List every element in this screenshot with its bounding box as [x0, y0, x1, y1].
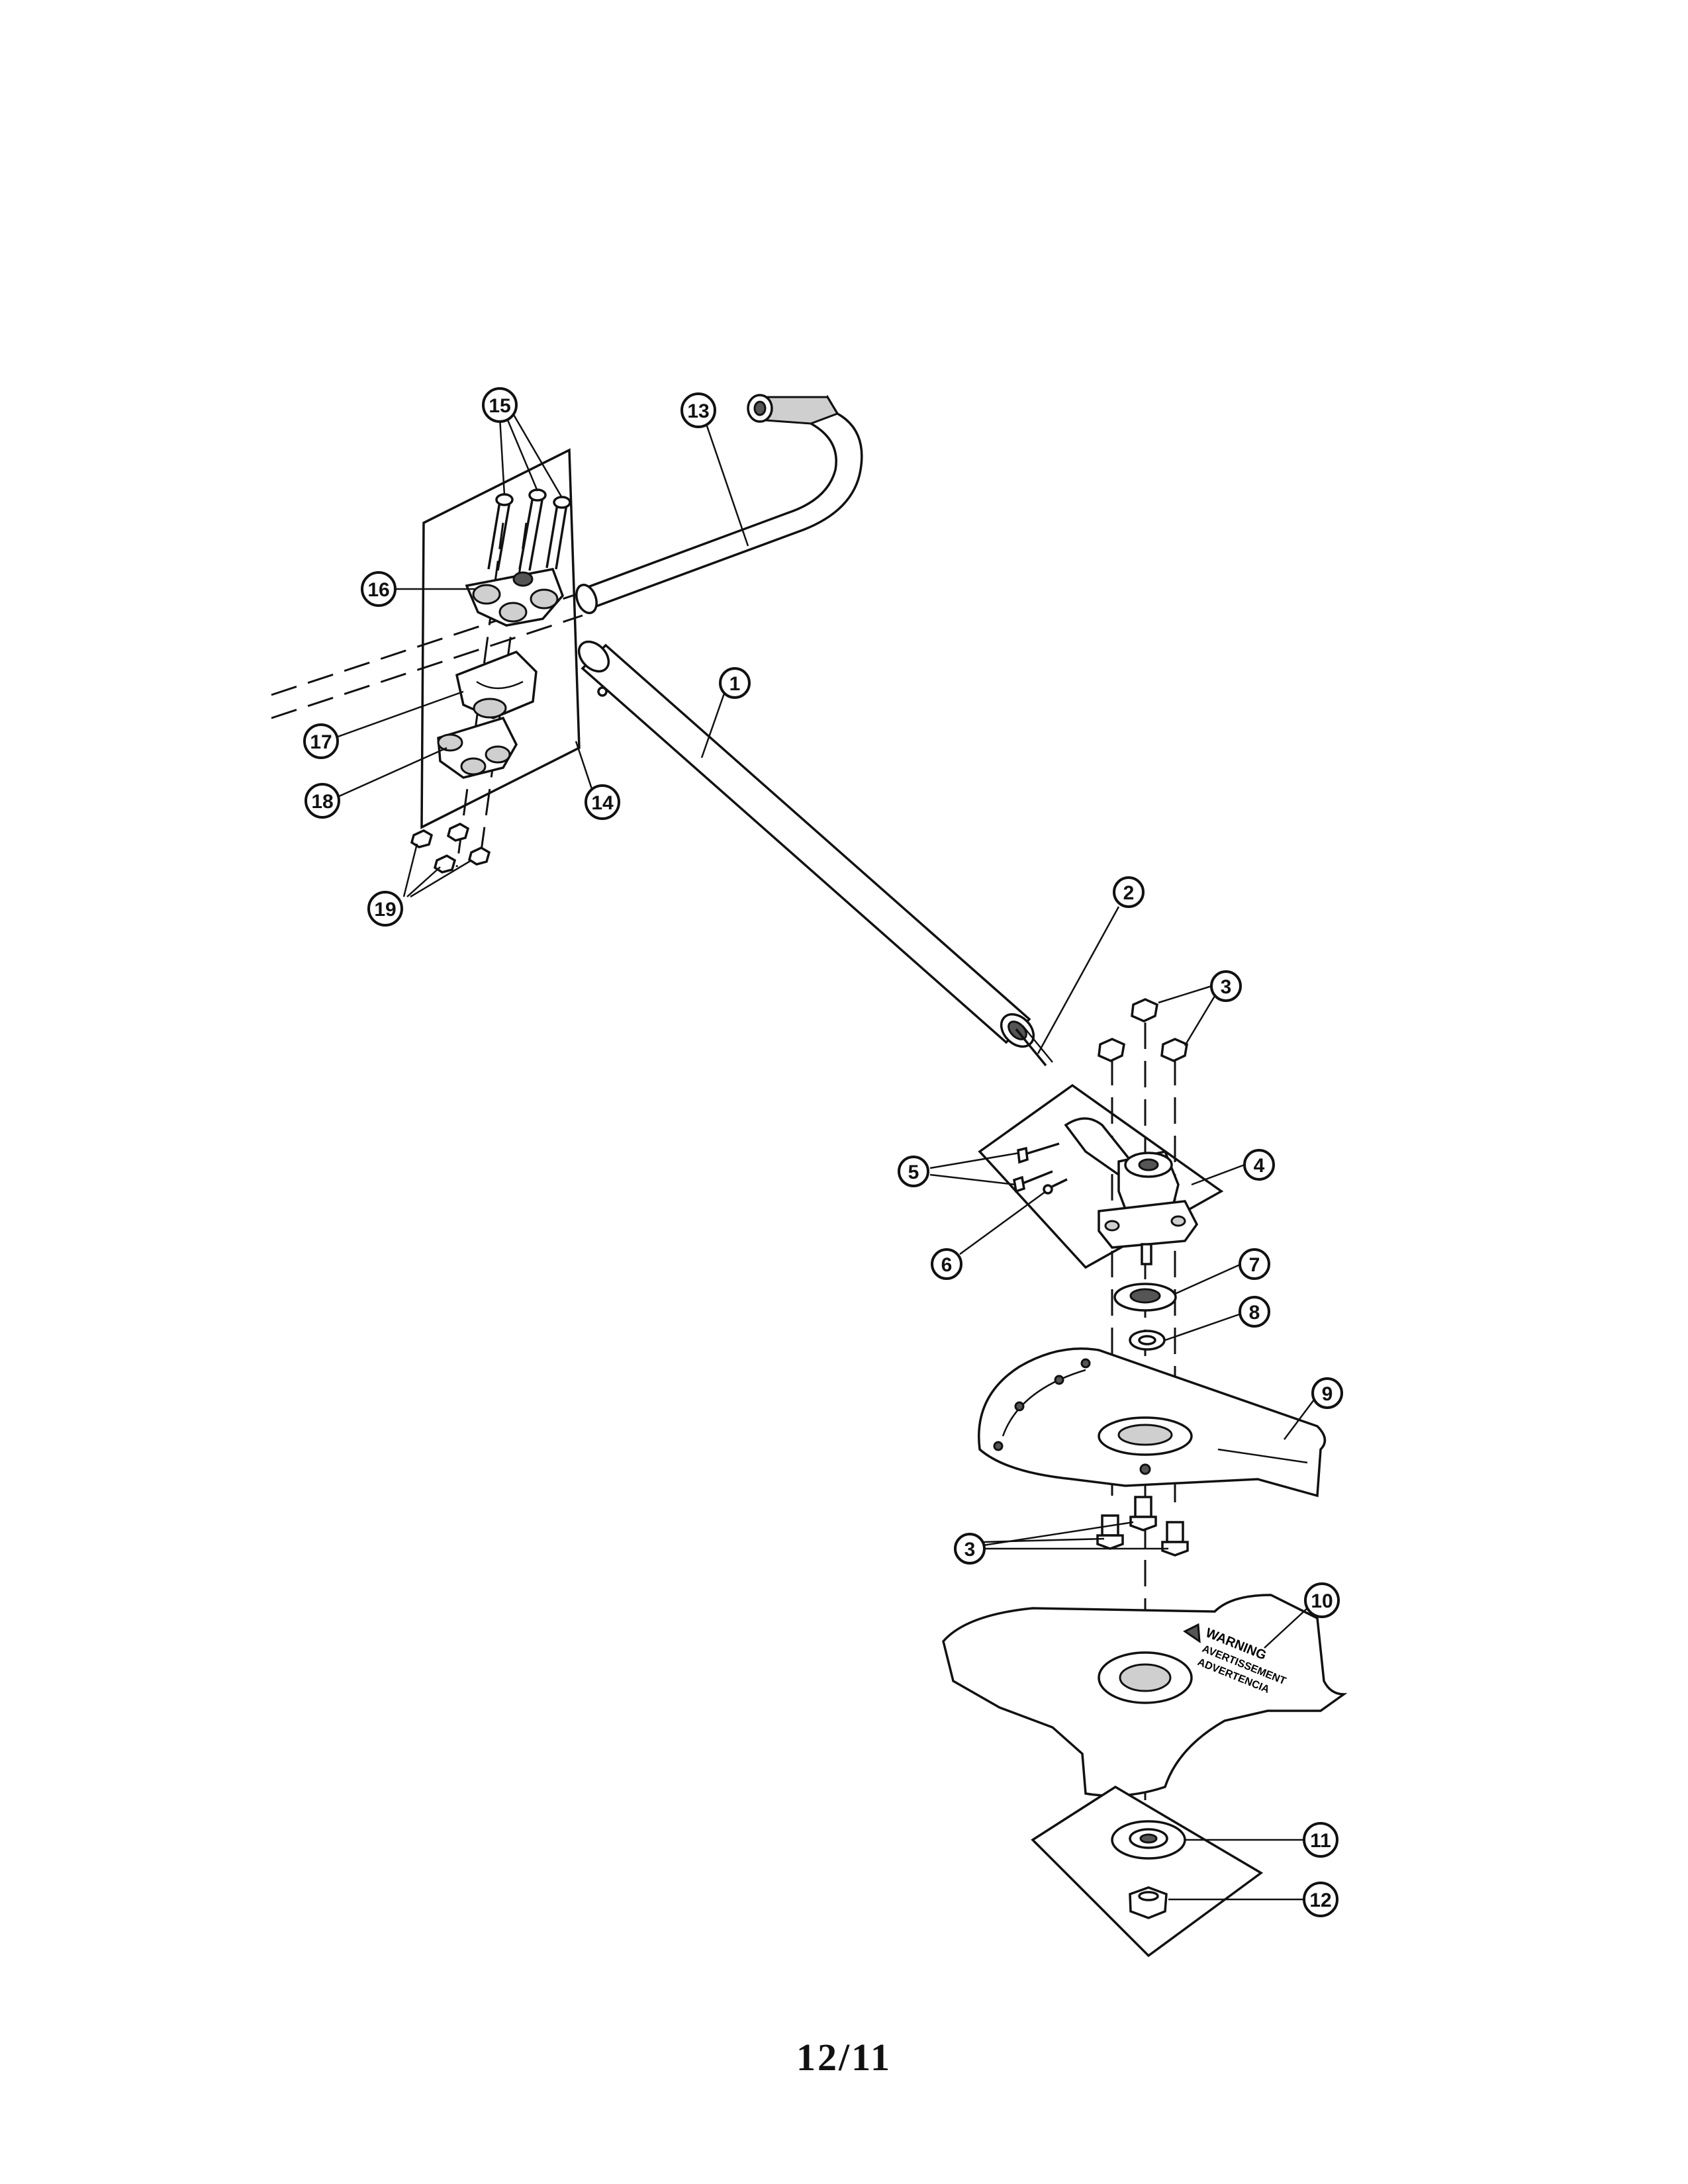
svg-text:7: 7 — [1249, 1254, 1260, 1276]
callout-5: 5 — [898, 1156, 929, 1187]
j-handle-13 — [575, 394, 863, 614]
svg-text:9: 9 — [1322, 1383, 1333, 1405]
callout-9: 9 — [1311, 1377, 1343, 1409]
callout-8: 8 — [1239, 1296, 1270, 1328]
washer-8 — [1129, 1330, 1166, 1351]
leader-lines — [334, 413, 1315, 1901]
svg-text:4: 4 — [1254, 1155, 1265, 1177]
svg-text:2: 2 — [1123, 882, 1135, 904]
callout-3-upper: 3 — [1210, 970, 1242, 1002]
nuts-19 — [410, 823, 491, 874]
nuts-upper-3 — [1098, 998, 1188, 1062]
callout-16: 16 — [361, 571, 397, 607]
callout-2: 2 — [1113, 876, 1145, 908]
svg-text:13: 13 — [687, 400, 709, 422]
svg-text:14: 14 — [591, 792, 614, 814]
svg-text:3: 3 — [1221, 976, 1232, 998]
callout-4: 4 — [1243, 1149, 1275, 1181]
clamp-lower-18 — [437, 716, 518, 779]
callout-7: 7 — [1239, 1248, 1270, 1280]
guard-9 — [978, 1347, 1327, 1498]
callout-18: 18 — [305, 783, 340, 819]
svg-text:19: 19 — [374, 899, 396, 921]
svg-text:12: 12 — [1309, 1889, 1331, 1911]
callout-10: 10 — [1304, 1582, 1340, 1618]
svg-text:1: 1 — [729, 673, 741, 695]
clamp-upper-16 — [465, 568, 565, 627]
callout-11: 11 — [1303, 1822, 1338, 1858]
callout-1: 1 — [719, 667, 751, 699]
svg-text:3: 3 — [964, 1539, 976, 1561]
callout-17: 17 — [303, 723, 339, 759]
callout-6: 6 — [931, 1248, 962, 1280]
callout-3-lower: 3 — [954, 1533, 986, 1565]
svg-text:10: 10 — [1311, 1590, 1333, 1612]
screw-b — [518, 488, 547, 571]
cup-washer-11 — [1111, 1820, 1186, 1860]
svg-text:18: 18 — [311, 791, 333, 813]
callout-15: 15 — [482, 387, 518, 423]
blade-10: WARNING AVERTISSEMENT ADVERTENCIA — [942, 1594, 1348, 1797]
shaft-1 — [577, 640, 1035, 1048]
svg-text:5: 5 — [908, 1161, 919, 1183]
svg-text:11: 11 — [1310, 1830, 1331, 1852]
gearhead-4 — [1064, 1117, 1199, 1265]
callout-12: 12 — [1303, 1882, 1338, 1917]
lower-panel — [1031, 1785, 1264, 1958]
svg-text:6: 6 — [941, 1254, 953, 1276]
callout-13: 13 — [680, 392, 716, 428]
callout-14: 14 — [585, 784, 620, 820]
svg-text:15: 15 — [489, 395, 510, 417]
pin-2 — [1015, 1025, 1053, 1067]
svg-text:16: 16 — [367, 579, 389, 601]
nut-12 — [1129, 1886, 1168, 1919]
callout-19: 19 — [367, 891, 403, 927]
screws-5 — [1013, 1142, 1060, 1193]
bearing-7 — [1113, 1283, 1177, 1312]
clamp-body-17 — [455, 650, 538, 719]
svg-text:17: 17 — [310, 731, 332, 753]
svg-text:8: 8 — [1249, 1302, 1260, 1324]
page-number: 12/11 — [796, 2036, 892, 2079]
